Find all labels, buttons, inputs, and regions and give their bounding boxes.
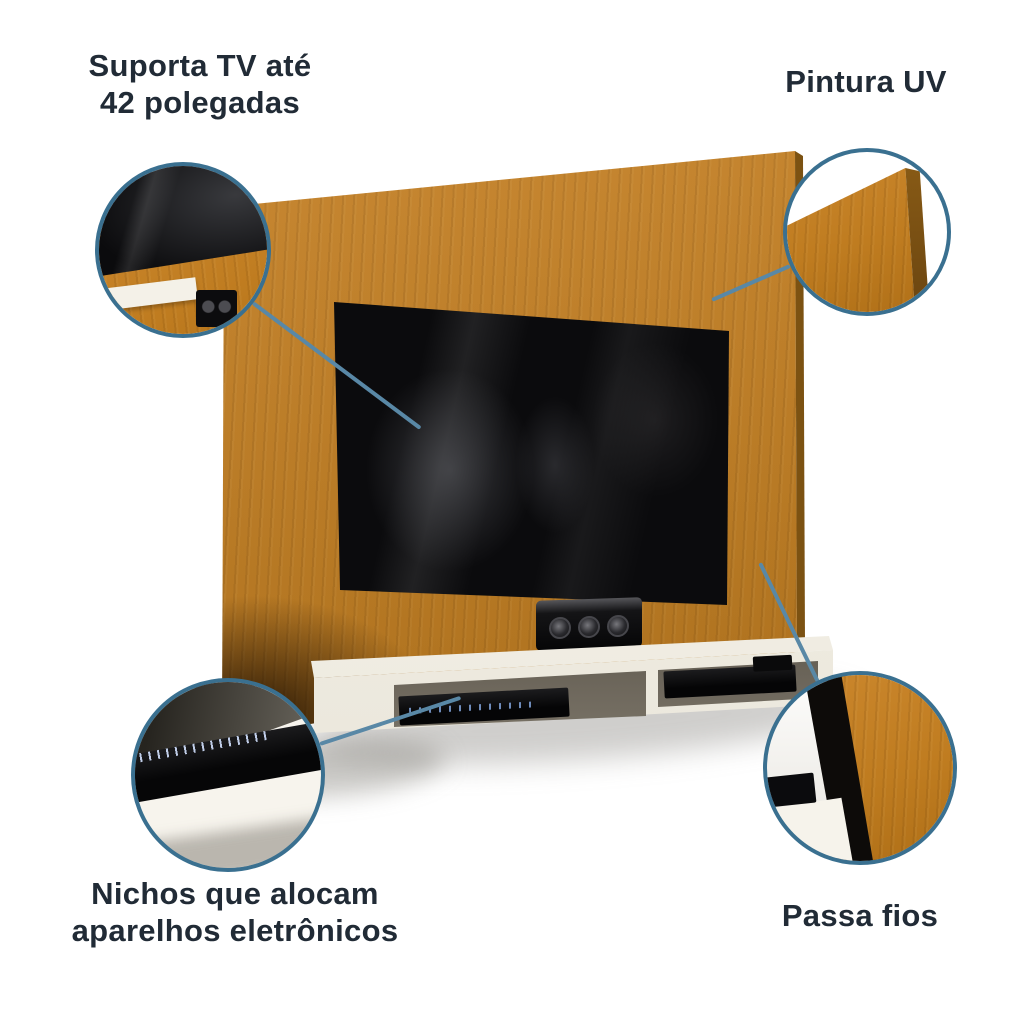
label-cable-pass: Passa fios [781, 898, 939, 933]
label-tv-size-line1: Suporta TV até [88, 48, 312, 83]
speaker-cone [578, 615, 600, 639]
label-uv-paint: Pintura UV [785, 64, 947, 99]
zoom-speaker [196, 290, 237, 328]
label-niches-line1: Nichos que alocam [91, 876, 379, 911]
zoom-shelf-shadow [135, 815, 321, 868]
media-device-top [752, 654, 793, 672]
label-tv-size: Suporta TV até 42 polegadas [40, 48, 360, 121]
callout-circle-tv-size [95, 162, 271, 338]
callout-circle-niches [131, 678, 325, 872]
speaker-cone [607, 614, 629, 638]
zoom-shelf-corner [767, 797, 853, 861]
label-niches: Nichos que alocam aparelhos eletrônicos [20, 876, 450, 949]
zoom-device-corner [767, 772, 817, 808]
label-tv-size-line2: 42 polegadas [99, 84, 300, 120]
label-niches-line2: aparelhos eletrônicos [71, 912, 399, 948]
callout-circle-cable-pass [763, 671, 957, 865]
callout-circle-uv-paint [783, 148, 951, 316]
center-speaker [536, 597, 642, 651]
speaker-cone [549, 616, 571, 640]
